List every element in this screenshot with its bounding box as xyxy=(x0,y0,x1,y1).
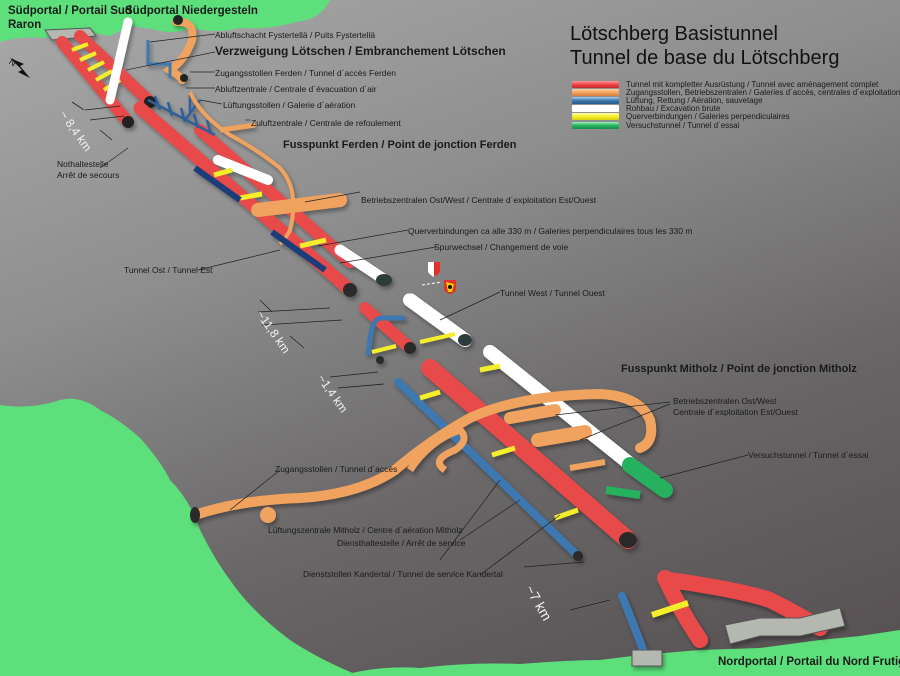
label-service-tunnel-kandertal: Dienststollen Kandertal / Tunnel de serv… xyxy=(303,569,503,579)
label-ventilation-gallery: Lüftungsstollen / Galerie d´aération xyxy=(223,100,356,110)
legend-label: Querverbindungen / Galeries perpendicula… xyxy=(626,112,790,122)
legend-item-full-equipment: Tunnel mit kompletter Ausrüstung / Tunne… xyxy=(572,79,900,89)
access-tunnel-mitholz xyxy=(190,388,657,520)
label-exhaust-center: Abluftzentrale / Centrale d´évacuation d… xyxy=(215,84,377,94)
legend-item-test-tunnel: Versuchstunnel / Tunnel d´essai xyxy=(572,120,900,130)
legend-swatch-white xyxy=(572,105,619,113)
cross-passages-ferden xyxy=(213,167,327,249)
leader-lines xyxy=(99,33,749,576)
legend-swatch-green xyxy=(572,121,619,129)
portal-service-structure xyxy=(631,649,663,667)
label-south-portal-niedergesteln: Südportal Niedergesteln xyxy=(125,5,258,17)
label-service-stop: Diensthaltestelle / Arrêt de service xyxy=(337,538,466,548)
cross-passages-middle xyxy=(371,332,456,354)
legend-item-access-operations: Zugangsstollen, Betriebszentralen / Gale… xyxy=(572,87,900,97)
legend-item-ventilation-rescue: Lüftung, Rettung / Aération, sauvetage xyxy=(572,95,900,105)
service-tunnel-north xyxy=(618,592,649,659)
tunnel-east-middle xyxy=(359,302,416,354)
label-exhaust-shaft: Abluftschacht Fystertellä / Puits Fyster… xyxy=(215,30,376,40)
label-junction-ferden: Fusspunkt Ferden / Point de jonction Fer… xyxy=(283,139,517,151)
title-french: Tunnel de base du Lötschberg xyxy=(570,47,840,69)
label-crossover: Spurwechsel / Changement de voie xyxy=(434,242,569,252)
train-east-1 xyxy=(193,165,242,203)
label-tunnel-west: Tunnel West / Tunnel Ouest xyxy=(500,288,605,298)
label-access-tunnel-mitholz: Zugangsstollen / Tunnel d´accès xyxy=(275,464,398,474)
canton-border xyxy=(421,281,443,286)
access-tunnel-ferden xyxy=(162,17,197,84)
access-loop-mitholz xyxy=(407,425,468,473)
cross-passage-north xyxy=(651,600,689,618)
ventilation-shaft-fystertella xyxy=(146,40,172,78)
label-operations-center-mitholz: Betriebszentralen Ost/West Centrale d´ex… xyxy=(673,396,798,417)
label-south-portal-raron-line2: Raron xyxy=(8,19,42,32)
tunnel-east-mitholz xyxy=(421,359,637,549)
label-emergency-stop-line1: Nothaltestelle xyxy=(57,159,109,169)
tunnel-west-middle xyxy=(403,293,472,347)
svg-text:N: N xyxy=(7,56,18,68)
legend-swatch-red xyxy=(572,80,619,88)
label-branch-loetschen: Verzweigung Lötschen / Embranchement Löt… xyxy=(215,44,506,58)
bern-coat-of-arms xyxy=(444,280,456,294)
train-east-2 xyxy=(270,229,327,273)
legend-label: Versuchstunnel / Tunnel d´essai xyxy=(626,120,740,130)
test-tunnel xyxy=(622,457,673,498)
raw-excavation-spurwechsel xyxy=(334,244,391,286)
label-north-portal-frutigen: Nordportal / Portail du Nord Frutigen xyxy=(718,656,900,668)
legend-swatch-yellow xyxy=(572,113,619,121)
label-emergency-stop-line2: Arrêt de secours xyxy=(57,169,120,180)
title-german: Lötschberg Basistunnel xyxy=(570,23,778,45)
label-test-tunnel: Versuchstunnel / Tunnel d´essai xyxy=(748,450,869,460)
valais-coat-of-arms xyxy=(428,262,440,277)
legend-label: Tunnel mit kompletter Ausrüstung / Tunne… xyxy=(626,79,879,89)
label-ventilation-center-mitholz: Lüftungszentrale Mitholz / Centre d´aéra… xyxy=(268,525,463,535)
diagram-title: Lötschberg Basistunnel Tunnel de base du… xyxy=(570,22,839,70)
terrain-south-niedergesteln xyxy=(110,0,330,32)
legend-swatch-orange xyxy=(572,88,619,96)
label-cross-passages: Querverbindungen ca alle 330 m / Galerie… xyxy=(408,226,693,236)
legend: Tunnel mit kompletter Ausrüstung / Tunne… xyxy=(572,79,900,130)
cross-passages-mitholz xyxy=(419,363,579,521)
terrain-north-left xyxy=(0,398,360,676)
label-access-tunnel-ferden: Zugangsstollen Ferden / Tunnel d´accès F… xyxy=(215,68,396,78)
orange-supply-air-line xyxy=(188,91,296,246)
label-supply-air-center: Zuluftzentrale / Centrale de refoulement xyxy=(251,118,401,128)
legend-item-raw-excavation: Rohbau / Excavation brute xyxy=(572,104,900,114)
operations-center-ferden xyxy=(251,193,347,217)
terrain-north-bottom xyxy=(340,630,900,676)
legend-label: Rohbau / Excavation brute xyxy=(626,104,721,114)
tunnel-east-south-segment xyxy=(56,36,134,128)
label-south-portal-raron-line1: Südportal / Portail Sud xyxy=(8,5,132,17)
label-operations-center-ferden: Betriebszentralen Ost/West / Centrale d´… xyxy=(361,195,597,205)
operations-center-mitholz-2 xyxy=(531,425,592,447)
test-tunnel-branch xyxy=(605,486,641,499)
orange-loop-ferden xyxy=(219,122,256,133)
legend-swatch-blue xyxy=(572,96,619,104)
operations-center-mitholz-1 xyxy=(504,404,561,424)
label-tunnel-east: Tunnel Ost / Tunnel Est xyxy=(124,265,213,275)
distance-markers xyxy=(71,101,611,611)
service-tunnel-kandertal xyxy=(394,378,582,560)
label-south-portal-raron: Südportal / Portail Sud Raron xyxy=(8,4,132,33)
rescue-link-middle xyxy=(365,315,405,356)
label-junction-mitholz: Fusspunkt Mitholz / Point de jonction Mi… xyxy=(621,363,857,375)
label-emergency-stop: Nothaltestelle Arrêt de secours xyxy=(57,159,119,180)
legend-item-cross-passages: Querverbindungen / Galeries perpendicula… xyxy=(572,112,900,122)
label-operations-center-mitholz-line2: Centrale d´exploitation Est/Ouest xyxy=(673,406,798,417)
orange-link-mitholz xyxy=(569,459,606,471)
label-operations-center-mitholz-line1: Betriebszentralen Ost/West xyxy=(673,396,777,406)
portal-frutigen-structure xyxy=(724,607,846,645)
legend-label: Lüftung, Rettung / Aération, sauvetage xyxy=(626,95,763,105)
tunnel-west-mitholz-raw xyxy=(483,345,657,487)
north-arrow-icon: N xyxy=(7,56,30,78)
raw-excavation-ferden-1 xyxy=(213,155,273,185)
shaft-niedergesteln xyxy=(105,17,133,105)
legend-label: Zugangsstollen, Betriebszentralen / Gale… xyxy=(626,87,900,97)
